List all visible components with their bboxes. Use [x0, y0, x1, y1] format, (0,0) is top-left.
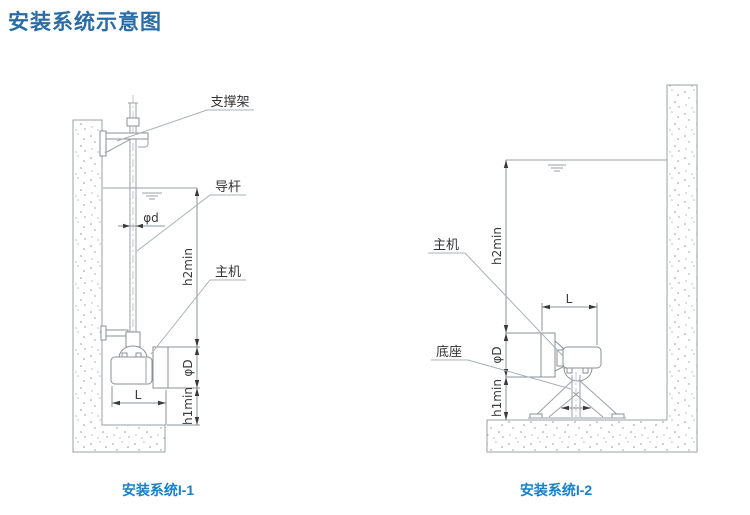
- page-title: 安装系统示意图: [8, 9, 162, 34]
- dim-label-L-right: L: [566, 292, 573, 306]
- diagram1-caption: 安装系统I-1: [121, 482, 195, 498]
- tank-wall-floor-left: [72, 119, 166, 453]
- tank-wall-floor-right: [486, 84, 698, 453]
- installation-diagram-2: h2min φD h1min L 主机 底座: [428, 84, 698, 453]
- rod-top-bolt: [126, 117, 140, 127]
- water-surface-right: [506, 159, 667, 172]
- callouts-right: 主机 底座: [428, 237, 572, 390]
- dim-label-h2min-right: h2min: [490, 227, 504, 265]
- dim-label-phid: φd: [143, 211, 159, 225]
- label-support-bracket: 支撑架: [210, 94, 249, 109]
- mixer-unit-right: [540, 332, 602, 382]
- dim-label-phiD-right: φD: [490, 346, 504, 363]
- dim-label-h2min-left: h2min: [181, 248, 195, 286]
- propeller-blade: [152, 346, 169, 389]
- label-guide-rod: 导杆: [215, 179, 241, 194]
- dimension-chain-right-diagram: h2min φD h1min: [490, 160, 549, 420]
- installation-diagram-1: φd h2min φD h1min: [72, 94, 254, 453]
- motor-body: [562, 346, 602, 369]
- mixer-unit-left: [110, 345, 169, 389]
- dimension-chain-left-diagram: h2min φD h1min: [167, 188, 200, 426]
- dimension-length-right: L: [541, 292, 598, 345]
- label-main-unit-right: 主机: [433, 237, 459, 252]
- dim-label-L-left: L: [135, 388, 142, 402]
- diagram2-caption: 安装系统I-2: [519, 482, 593, 498]
- dim-label-h1min-left: h1min: [181, 387, 195, 425]
- water-surface-left: [103, 187, 197, 200]
- dim-label-h1min-right: h1min: [490, 379, 504, 417]
- support-bracket-bottom: [100, 325, 141, 348]
- label-base: 底座: [436, 344, 462, 359]
- dim-label-phiD-left: φD: [181, 359, 195, 376]
- support-bracket-top: [99, 130, 149, 157]
- dimension-rod-diameter: φd: [118, 211, 165, 229]
- water-level-icon: [142, 192, 162, 200]
- pedestal-base: [528, 372, 626, 419]
- callouts-left: 支撑架 导杆 主机: [116, 94, 254, 355]
- dimension-length-left: L: [111, 386, 167, 425]
- water-level-icon: [548, 164, 566, 172]
- label-main-unit-left: 主机: [215, 264, 241, 279]
- installation-drawings: φd h2min φD h1min: [72, 84, 698, 453]
